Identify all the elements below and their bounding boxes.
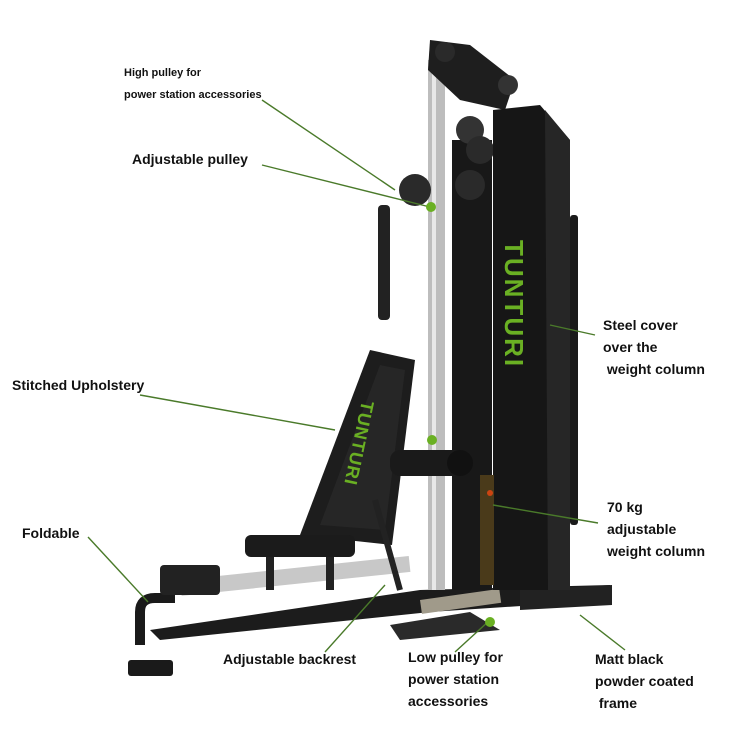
label-foldable: Foldable	[22, 522, 80, 544]
label-line: Adjustable backrest	[223, 651, 357, 667]
leader-matt-black	[579, 614, 626, 651]
leader-high-pulley	[261, 99, 396, 191]
label-line: frame	[595, 695, 638, 711]
label-line: powder coated	[595, 673, 694, 689]
label-line: 70 kg	[607, 499, 643, 515]
brand-logo-column: TUNTURI	[499, 240, 529, 368]
label-line: High pulley for	[124, 67, 201, 79]
leader-low-pulley	[454, 619, 491, 653]
label-line: accessories	[408, 693, 489, 709]
leader-adjustable-pulley	[261, 164, 431, 208]
label-line: power station accessories	[124, 89, 262, 101]
label-stitched-upholstery: Stitched Upholstery	[12, 374, 144, 396]
cable-handle	[378, 205, 390, 320]
label-line: Adjustable pulley	[132, 151, 248, 167]
leader-steel-cover	[549, 324, 596, 336]
label-line: Steel cover	[603, 317, 678, 333]
label-line: adjustable	[607, 521, 677, 537]
label-line: Low pulley for	[408, 649, 503, 665]
high-pulley-assembly	[399, 40, 518, 206]
label-line: Matt black	[595, 651, 664, 667]
label-line: over the	[603, 339, 658, 355]
weight-column-cover	[480, 105, 570, 590]
bench	[245, 350, 473, 591]
backrest-marker-dot	[427, 435, 437, 445]
label-weight-column: 70 kg adjustable weight column	[607, 496, 705, 562]
pulley-marker-dot	[426, 202, 436, 212]
label-steel-cover: Steel cover over the weight column	[603, 314, 705, 380]
leader-weight-column	[492, 504, 599, 524]
leader-lines	[87, 99, 626, 653]
label-adjustable-pulley: Adjustable pulley	[132, 148, 248, 170]
base-frame	[150, 555, 612, 640]
leader-stitched-upholstery	[139, 394, 336, 431]
low-pulley-marker-dot	[485, 617, 495, 627]
label-line: Stitched Upholstery	[12, 377, 145, 393]
label-high-pulley: High pulley for power station accessories	[124, 62, 262, 106]
label-adjustable-backrest: Adjustable backrest	[223, 648, 356, 670]
label-low-pulley: Low pulley for power station accessories	[408, 646, 503, 712]
guide-rail	[428, 60, 445, 590]
leader-foldable	[87, 536, 149, 603]
label-line: weight column	[607, 543, 705, 559]
label-line: weight column	[603, 361, 705, 377]
leader-adjustable-backrest	[324, 584, 386, 653]
label-line: Foldable	[22, 525, 80, 541]
label-line: power station	[408, 671, 500, 687]
label-matt-black-frame: Matt black powder coated frame	[595, 648, 694, 714]
foldable-handle	[128, 565, 220, 676]
